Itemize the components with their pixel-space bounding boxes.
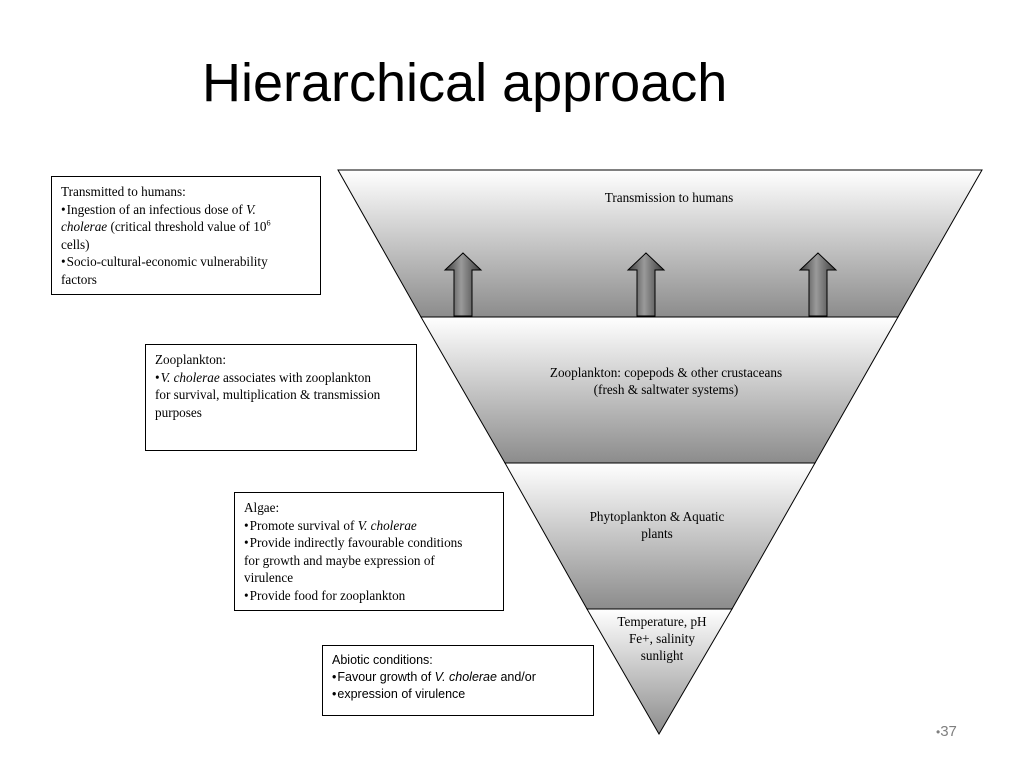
box-text-line: for survival, multiplication & transmiss… (155, 386, 407, 404)
box-text-line: factors (61, 271, 311, 289)
box-bullet-line: •Provide food for zooplankton (244, 587, 494, 605)
box-text: and/or (496, 670, 536, 684)
box-text-line: cholerae (critical threshold value of 10… (61, 218, 311, 236)
zooplankton-info-box: Zooplankton: •V. cholerae associates with… (145, 344, 417, 451)
bullet-icon: • (61, 201, 66, 217)
box-text: 6 (266, 218, 271, 228)
box-bullet-line: •Provide indirectly favourable condition… (244, 534, 494, 552)
box-heading: Zooplankton: (155, 352, 227, 367)
box-heading: Transmitted to humans: (61, 184, 186, 199)
box-text: (critical threshold value of 10 (107, 219, 267, 234)
up-arrow-icon (798, 252, 838, 317)
pyramid-layer-abiotic (586, 608, 733, 735)
box-bullet-line: •expression of virulence (332, 686, 584, 703)
slide-number: •37 (936, 723, 957, 740)
box-heading: Abiotic conditions: (332, 653, 433, 667)
box-text: V. cholerae (357, 517, 417, 533)
box-text: Provide food for zooplankton (249, 587, 406, 603)
box-text: virulence (244, 570, 294, 585)
up-arrow-icon (443, 252, 483, 317)
humans-info-box: Transmitted to humans:•Ingestion of an i… (51, 176, 321, 295)
box-text-line: virulence (244, 569, 494, 587)
bullet-icon: • (61, 254, 66, 269)
box-text: expression of virulence (337, 687, 466, 701)
box-bullet-line: •V. cholerae associates with zooplankton (155, 369, 407, 387)
bullet-icon: • (244, 587, 249, 603)
layer-label-phytoplankton: Phytoplankton & Aquatic plants (589, 509, 725, 541)
box-text: Socio-cultural-economic vulnerability (66, 254, 268, 269)
up-arrow-icon (626, 252, 666, 317)
box-text: V. cholerae (434, 670, 497, 684)
box-text: V. (246, 201, 256, 217)
box-text: for growth and maybe expression of (244, 552, 435, 568)
box-text: Promote survival of (249, 517, 358, 533)
box-bullet-line: •Socio-cultural-economic vulnerability (61, 253, 311, 271)
abiotic-info-box: Abiotic conditions: •Favour growth of V. … (322, 645, 594, 716)
algae-info-box: Algae:•Promote survival of V. cholerae•P… (234, 492, 504, 611)
box-heading: Algae: (244, 500, 280, 515)
layer-label-zooplankton: Zooplankton: copepods & other crustacean… (549, 365, 783, 397)
box-text: cholerae (61, 219, 108, 234)
layer-label-abiotic: Temperature, pH Fe+, salinity sunlight (617, 614, 707, 663)
box-bullet-line: •Promote survival of V. cholerae (244, 517, 494, 535)
box-bullet-line: •Ingestion of an infectious dose of V. (61, 201, 311, 219)
box-bullet-line: •Favour growth of V. cholerae and/or (332, 669, 584, 686)
box-text: associates with zooplankton (219, 369, 371, 385)
bullet-icon: • (332, 687, 337, 701)
layer-label-humans: Transmission to humans (604, 190, 734, 205)
box-text: factors (61, 271, 97, 287)
box-text: Provide indirectly favourable conditions (249, 535, 463, 550)
box-text-line: for growth and maybe expression of (244, 552, 494, 570)
box-text: cells) (61, 236, 90, 252)
box-text-line: purposes (155, 404, 407, 422)
bullet-icon: • (155, 369, 160, 385)
slide-title: Hierarchical approach (202, 53, 728, 113)
box-text: Favour growth of (337, 670, 435, 684)
box-text-line: cells) (61, 236, 311, 254)
box-text: Ingestion of an infectious dose of (66, 201, 247, 217)
box-text: V. cholerae (160, 369, 220, 385)
bullet-icon: • (332, 670, 337, 684)
bullet-icon: • (244, 517, 249, 533)
box-text: purposes (155, 404, 202, 420)
bullet-icon: • (244, 535, 249, 550)
box-text: for survival, multiplication & transmiss… (155, 387, 381, 402)
